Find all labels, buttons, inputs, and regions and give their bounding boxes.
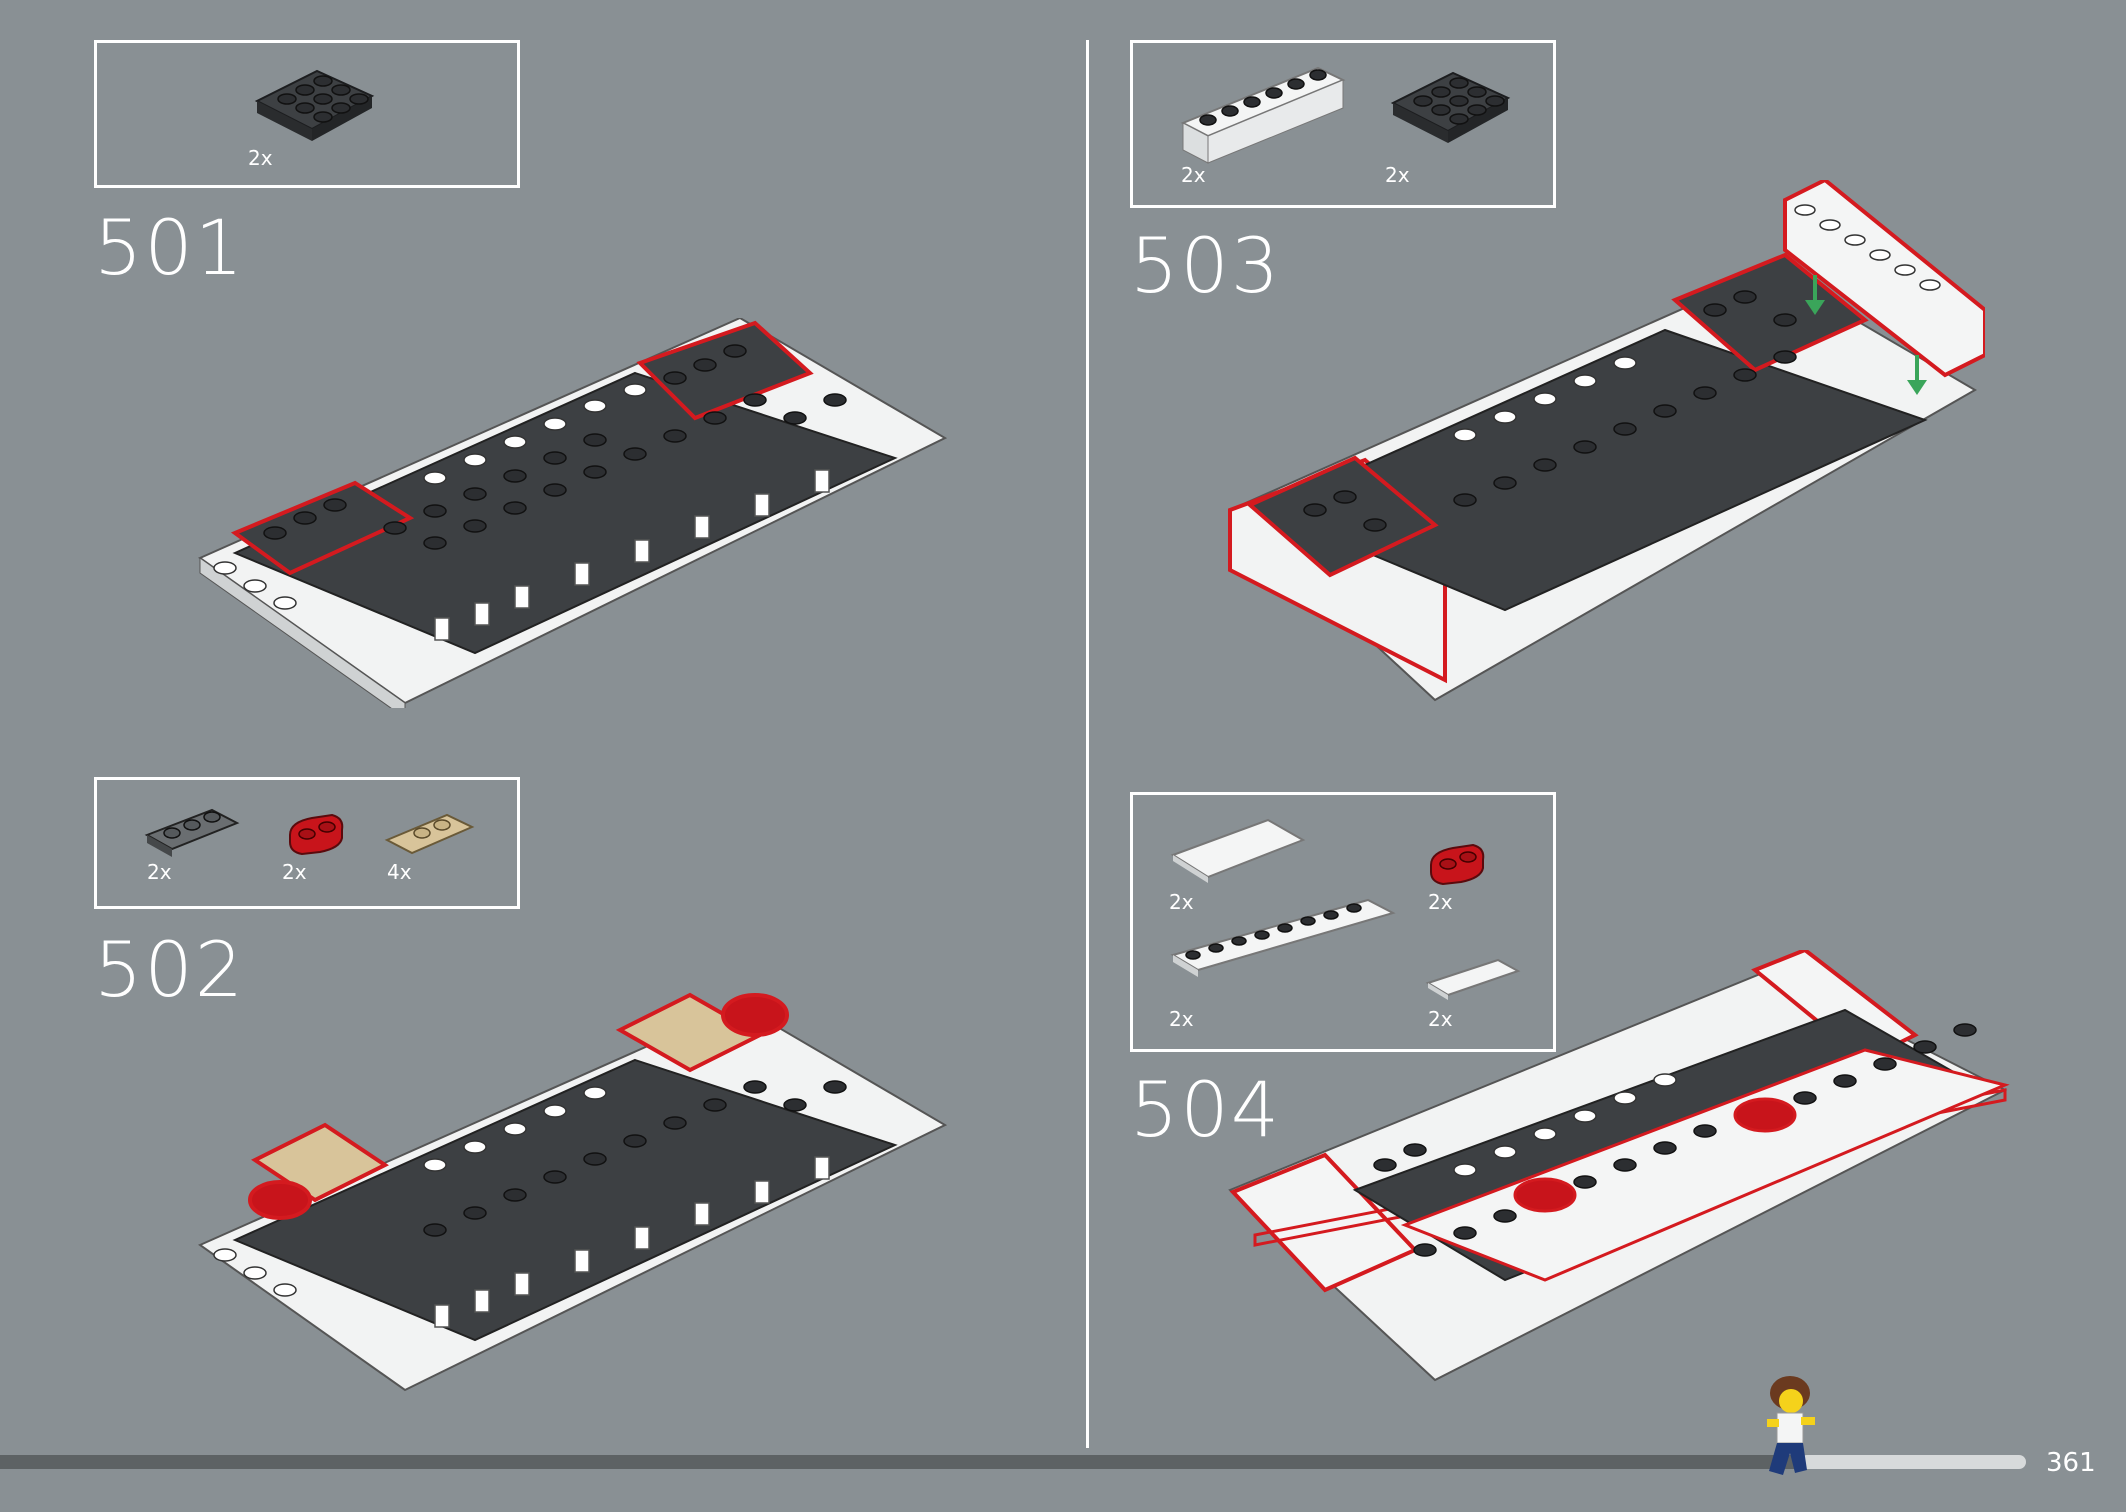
step-number-502: 502 <box>94 925 246 1014</box>
part-plate-1x2-round-red <box>289 813 344 856</box>
part-brick-1x6-white <box>1180 66 1346 164</box>
part-plate-1x3-gray <box>144 808 240 857</box>
part-quantity: 2x <box>147 860 172 884</box>
model-step-503 <box>1228 180 1985 702</box>
part-plate-1x8-white <box>1170 898 1396 977</box>
parts-callout-501: 2x <box>94 40 520 188</box>
parts-callout-503: 2x 2x <box>1130 40 1556 208</box>
parts-callout-502: 2x 2x 4x <box>94 777 520 909</box>
step-number-504: 504 <box>1130 1065 1282 1154</box>
minifigure-runner-icon <box>1767 1376 1815 1475</box>
part-quantity: 2x <box>1428 1007 1453 1031</box>
part-plate-2x3-dark-gray <box>254 69 375 141</box>
part-quantity: 2x <box>282 860 307 884</box>
part-quantity: 2x <box>1169 1007 1194 1031</box>
part-quantity: 2x <box>1428 890 1453 914</box>
page-divider <box>1086 40 1089 1448</box>
model-step-504 <box>1228 950 2010 1382</box>
part-tile-1x4-white <box>1425 958 1521 1000</box>
progress-bar <box>1800 1455 2026 1469</box>
part-hinge-plate-tan <box>384 813 475 855</box>
part-quantity: 2x <box>248 146 273 170</box>
part-quantity: 2x <box>1181 163 1206 187</box>
page-number: 361 <box>2046 1448 2096 1478</box>
page-footer-bar <box>0 1455 1800 1469</box>
step-number-501: 501 <box>94 203 246 292</box>
step-number-503: 503 <box>1130 221 1282 310</box>
model-step-501 <box>197 318 948 708</box>
green-arrow-icon <box>1805 275 1927 395</box>
part-quantity: 4x <box>387 860 412 884</box>
part-quantity: 2x <box>1169 890 1194 914</box>
part-quantity: 2x <box>1385 163 1410 187</box>
parts-callout-504: 2x 2x 2x 2x <box>1130 792 1556 1052</box>
model-step-502 <box>197 992 948 1392</box>
part-plate-1x2-round-red <box>1430 843 1485 886</box>
part-plate-2x3-dark-gray <box>1390 71 1511 143</box>
part-tile-2x4-white <box>1170 818 1306 883</box>
